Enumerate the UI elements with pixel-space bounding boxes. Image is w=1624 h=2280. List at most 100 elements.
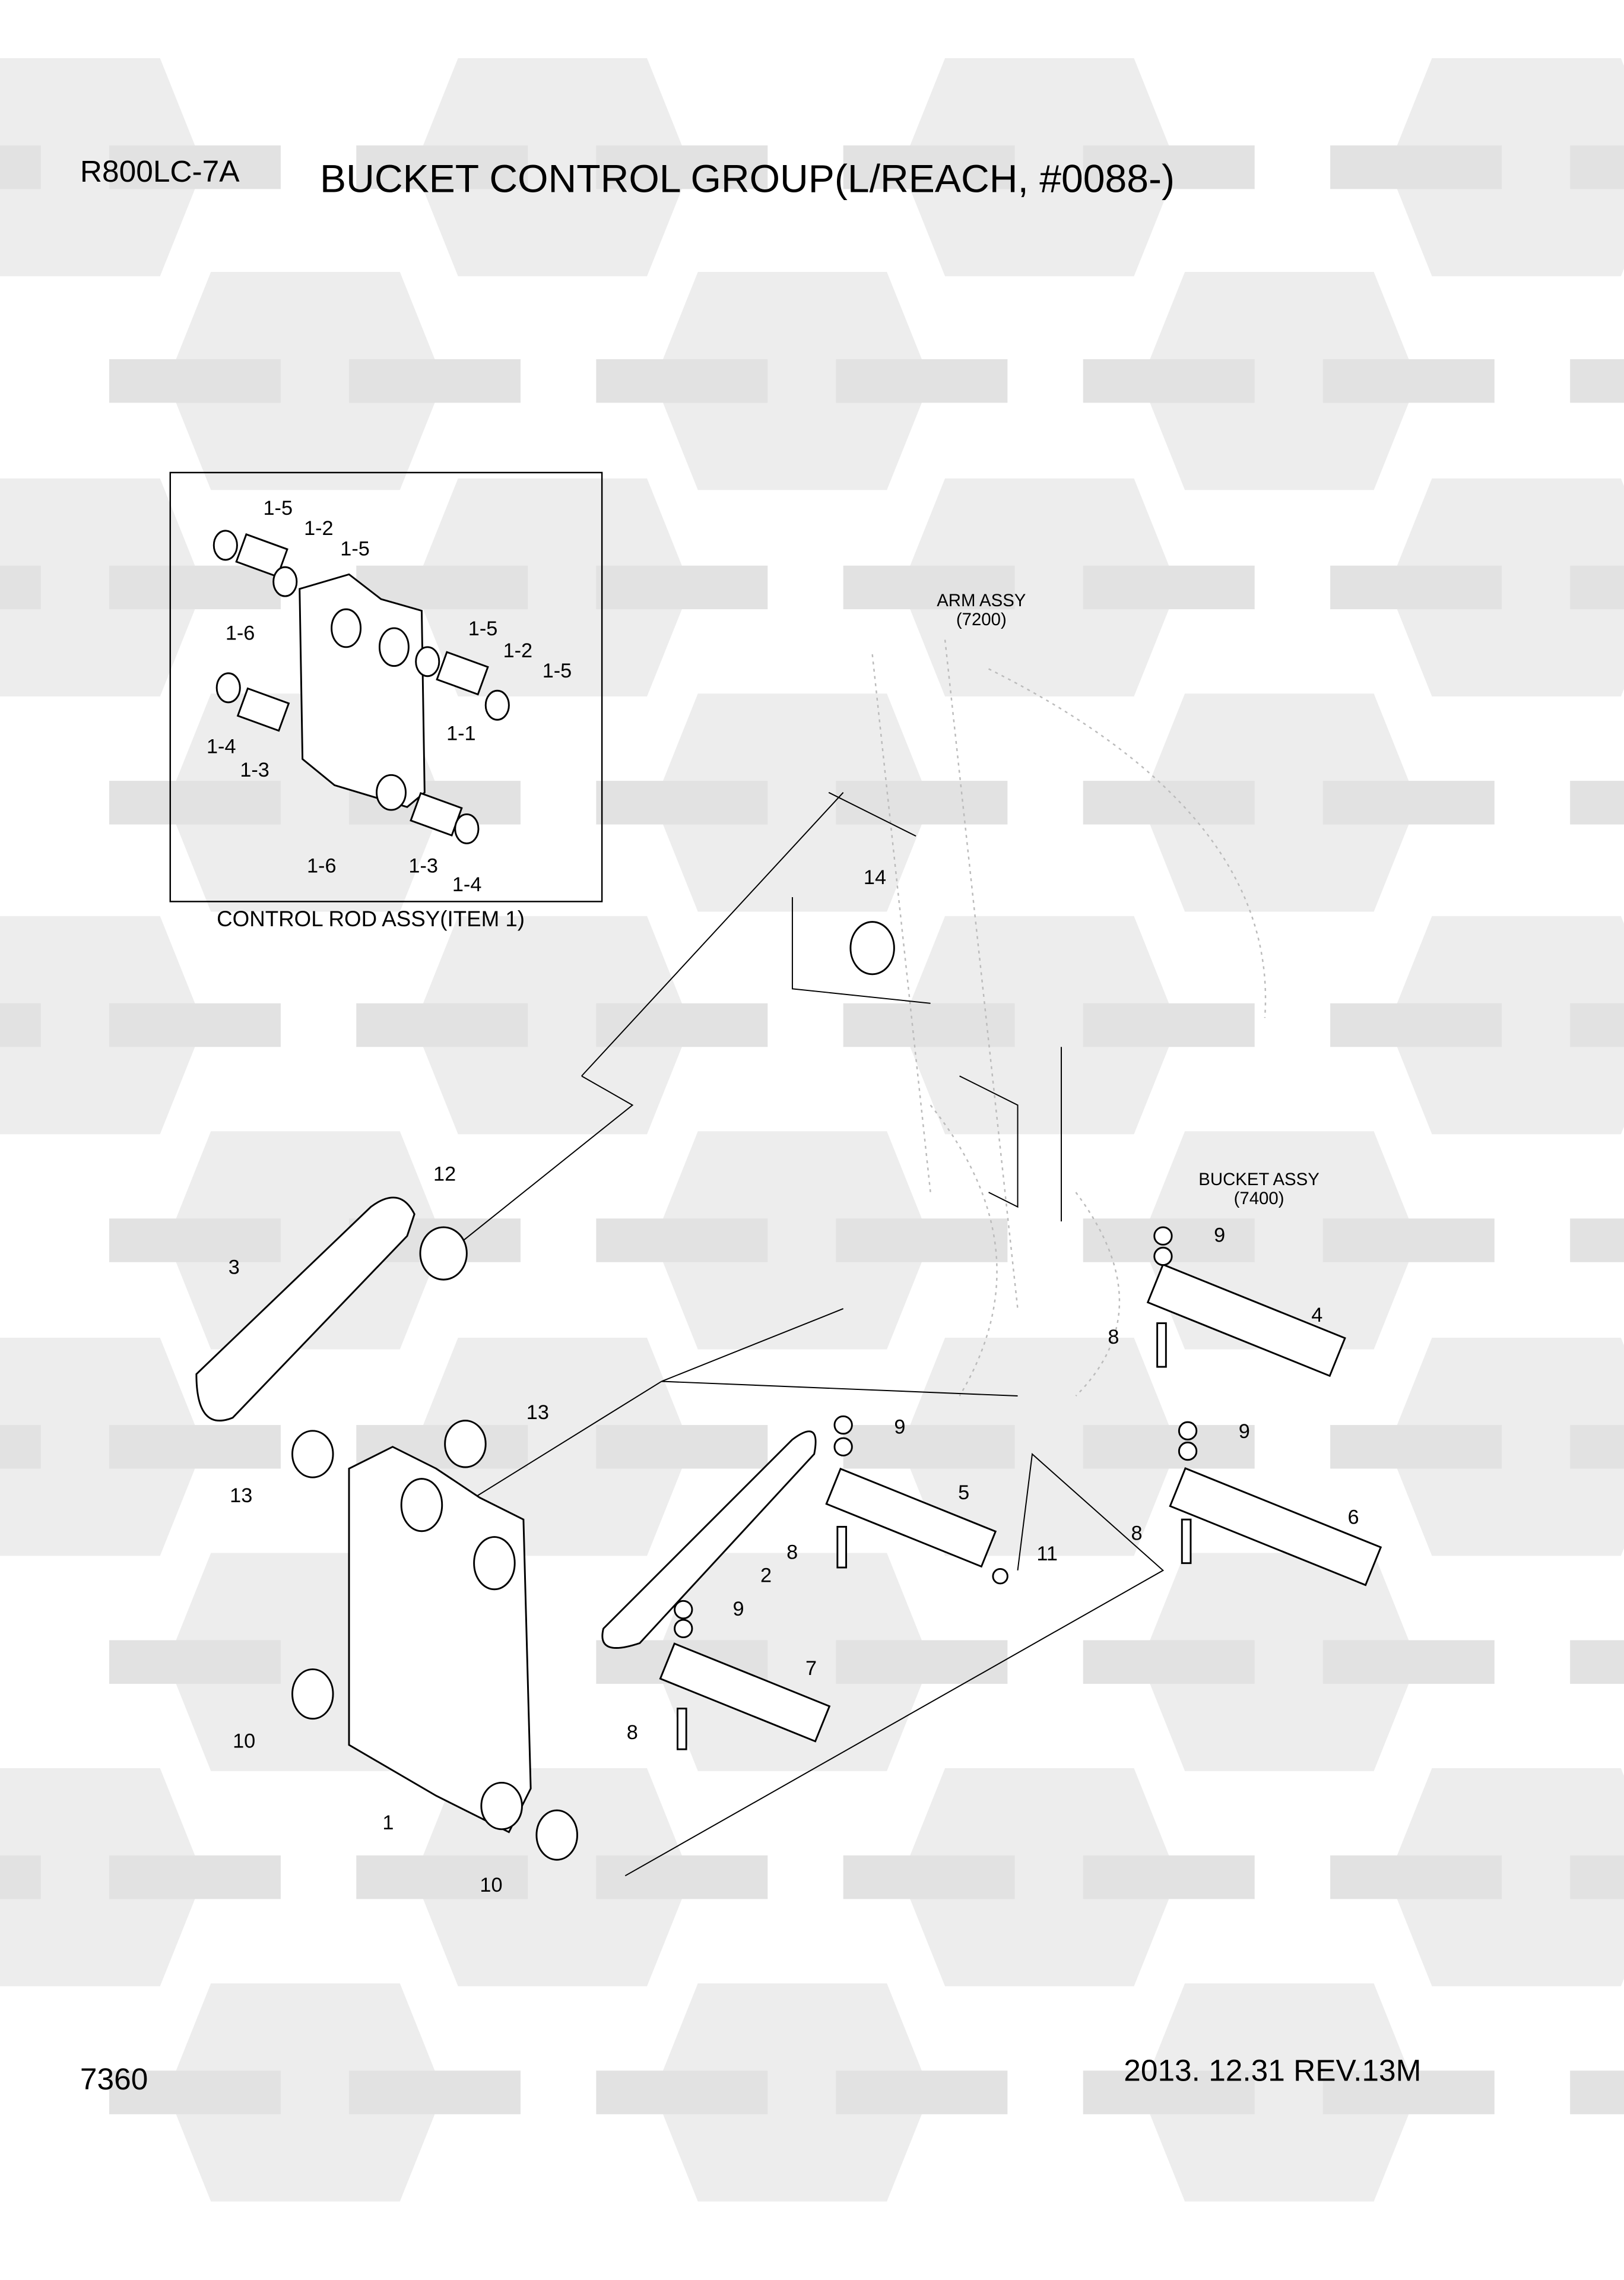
watermark-plate — [843, 1003, 1015, 1047]
nut-9 — [674, 1619, 693, 1639]
callout-1-3: 1-3 — [408, 854, 438, 877]
bushing-1-3 — [236, 687, 290, 732]
seal-1-5 — [484, 689, 510, 721]
watermark-plate — [1570, 565, 1624, 610]
watermark-plate — [109, 1218, 281, 1262]
watermark-plate — [596, 1218, 768, 1262]
bore — [378, 627, 410, 667]
callout-1-5: 1-5 — [543, 660, 572, 682]
seal-1-5 — [212, 530, 238, 561]
pin-5 — [825, 1467, 997, 1568]
watermark-logo — [901, 1768, 1178, 1987]
watermark-logo — [0, 58, 204, 277]
assembly-guide-lines — [450, 791, 1165, 1877]
watermark-plate — [596, 145, 768, 189]
watermark-plate — [1083, 781, 1255, 825]
watermark-logo — [414, 58, 691, 277]
callout-1-3: 1-3 — [240, 759, 269, 781]
seal-1-4 — [215, 672, 241, 704]
nut-9 — [674, 1600, 693, 1620]
callout-1-6: 1-6 — [307, 854, 337, 877]
watermark-logo — [901, 58, 1178, 277]
bucket-assy-label: BUCKET ASSY — [1198, 1170, 1320, 1189]
watermark-logo — [1141, 1983, 1417, 2202]
watermark-plate — [0, 145, 41, 189]
watermark-plate — [349, 359, 521, 403]
page-title: BUCKET CONTROL GROUP(L/REACH, #0088-) — [320, 157, 1175, 201]
arm-assy-code: (7200) — [956, 610, 1007, 629]
watermark-plate — [109, 1003, 281, 1047]
watermark-logo — [654, 1983, 931, 2202]
nut-9 — [833, 1437, 853, 1456]
callout-1-4: 1-4 — [207, 736, 236, 758]
watermark-plate — [1330, 565, 1502, 610]
callout-1-5: 1-5 — [468, 618, 498, 640]
seal-1-5 — [272, 566, 298, 597]
watermark-plate — [1322, 1218, 1495, 1262]
callout-1-1: 1-1 — [446, 723, 476, 745]
callout-1-5: 1-5 — [340, 538, 370, 560]
watermark-plate — [843, 1425, 1015, 1469]
callout-9: 9 — [1239, 1420, 1250, 1443]
watermark-plate — [596, 1855, 768, 1899]
watermark-logo — [0, 478, 204, 697]
watermark-logo — [414, 1768, 691, 1987]
watermark-plate — [1570, 1003, 1624, 1047]
watermark-plate — [1322, 359, 1495, 403]
watermark-plate — [109, 1425, 281, 1469]
watermark-logo — [0, 1338, 204, 1556]
watermark-plate — [1570, 1218, 1624, 1262]
watermark-logo — [0, 916, 204, 1135]
watermark-plate — [836, 359, 1008, 403]
callout-13: 13 — [230, 1484, 252, 1507]
watermark-plate — [1083, 145, 1255, 189]
arm-assy-outline — [871, 639, 1267, 1396]
o-ring-14 — [849, 921, 895, 976]
watermark-plate — [109, 145, 281, 189]
bolt-8 — [677, 1708, 687, 1750]
watermark-logo — [901, 916, 1178, 1135]
callout-11: 11 — [1036, 1543, 1058, 1565]
nut-9 — [1178, 1421, 1198, 1440]
watermark-logo — [654, 271, 931, 490]
watermark-plate — [1330, 1003, 1502, 1047]
watermark-logo — [1141, 1553, 1417, 1771]
callout-3: 3 — [229, 1256, 240, 1278]
bushing-1-2 — [436, 651, 489, 696]
pin-4 — [1146, 1263, 1346, 1378]
watermark-plate — [1570, 359, 1624, 403]
shim-13 — [444, 1420, 487, 1468]
watermark-plate — [596, 565, 768, 610]
watermark-plate — [1570, 2070, 1624, 2114]
o-ring-10 — [291, 1668, 334, 1720]
watermark-logo — [414, 478, 691, 697]
watermark-plate — [1083, 2070, 1255, 2114]
watermark-logo — [654, 1553, 931, 1771]
watermark-logo — [654, 694, 931, 912]
watermark-plate — [356, 145, 528, 189]
callout-13: 13 — [526, 1401, 549, 1424]
watermark-plate — [843, 565, 1015, 610]
pin-7 — [659, 1642, 831, 1743]
watermark-logo — [901, 1338, 1178, 1556]
callout-4: 4 — [1311, 1304, 1322, 1326]
watermark-plate — [836, 781, 1008, 825]
watermark-plate — [1570, 781, 1624, 825]
watermark-plate — [596, 781, 768, 825]
watermark-plate — [1570, 1855, 1624, 1899]
callout-1-2: 1-2 — [304, 517, 334, 540]
watermark-logo — [0, 1768, 204, 1987]
callout-10: 10 — [233, 1730, 255, 1753]
watermark-plate — [1570, 145, 1624, 189]
watermark-plate — [596, 1425, 768, 1469]
callout-8: 8 — [627, 1721, 638, 1744]
watermark-plate — [109, 1855, 281, 1899]
watermark-plate — [109, 359, 281, 403]
bore — [473, 1536, 516, 1591]
bolt-8 — [836, 1525, 848, 1569]
watermark-logo — [1141, 271, 1417, 490]
bolt-8 — [1181, 1518, 1192, 1565]
watermark-plate — [356, 1855, 528, 1899]
